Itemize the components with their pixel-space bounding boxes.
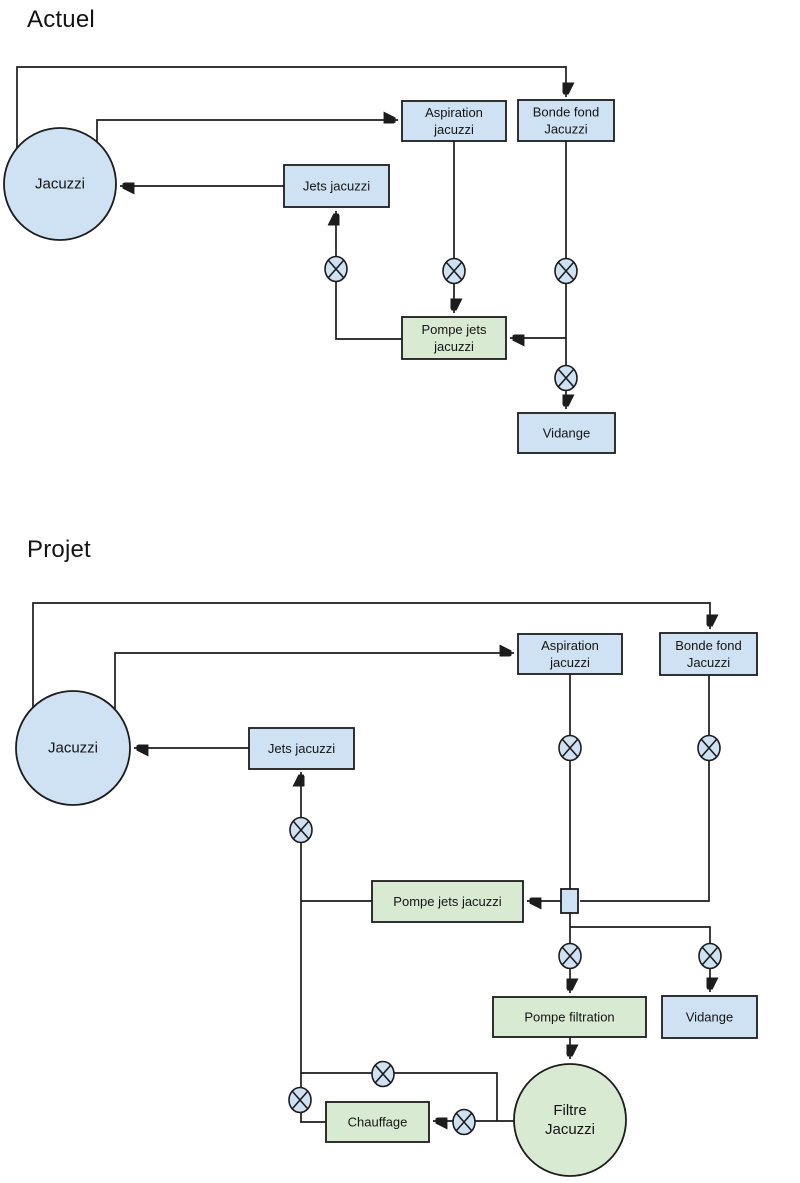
actuel-aspiration-jacuzzi-label: jacuzzi — [433, 122, 474, 137]
pipe-projet-bypass-chauffage — [301, 1072, 498, 1121]
projet-chauffage-shape — [325, 1101, 430, 1143]
valve-cross-line — [455, 1112, 473, 1132]
valve-icon-actuel-valve-jets — [324, 255, 348, 283]
projet-pompe-jets-jacuzzi: Pompe jets jacuzzi — [371, 880, 524, 923]
projet-bonde-fond-jacuzzi-shape — [659, 632, 758, 676]
projet-filtre-jacuzzi-label: Filtre — [553, 1102, 586, 1119]
actuel-jacuzzi-shape — [3, 127, 117, 241]
valve-cross-line — [291, 1090, 309, 1110]
valve-icon-actuel-valve-bonde — [554, 257, 578, 285]
actuel-jacuzzi-label: Jacuzzi — [35, 176, 85, 193]
actuel-jets-jacuzzi-label: Jets jacuzzi — [303, 179, 370, 194]
projet-tee-fitting-shape — [560, 888, 579, 914]
actuel-vidange-shape — [517, 412, 616, 454]
actuel-aspiration-jacuzzi: Aspiration jacuzzi — [401, 100, 507, 142]
valve-cross-line — [557, 261, 575, 281]
actuel-jacuzzi: Jacuzzi — [3, 127, 117, 241]
projet-jets-jacuzzi-shape — [248, 727, 355, 770]
projet-aspiration-jacuzzi: Aspiration jacuzzi — [517, 633, 623, 675]
projet-tee-fitting — [560, 888, 579, 914]
valve-cross-line — [700, 738, 718, 758]
valve-icon-actuel-valve-aspiration — [442, 257, 466, 285]
valve-cross-line — [557, 368, 575, 388]
actuel-jets-jacuzzi: Jets jacuzzi — [283, 164, 390, 208]
valve-icon-actuel-valve-vidange — [554, 364, 578, 392]
actuel-vidange: Vidange — [517, 412, 616, 454]
projet-jacuzzi-shape — [15, 690, 131, 806]
projet-bonde-fond-jacuzzi-label: Jacuzzi — [687, 655, 730, 670]
valve-icon-projet-valve-aspiration — [558, 734, 582, 762]
projet-jets-jacuzzi: Jets jacuzzi — [248, 727, 355, 770]
projet-aspiration-jacuzzi-shape — [517, 633, 623, 675]
actuel-pompe-jets-jacuzzi-label: Pompe jets — [421, 322, 487, 337]
projet-aspiration-jacuzzi-label: Aspiration — [541, 638, 599, 653]
projet-bonde-fond-jacuzzi-label: Bonde fond — [675, 638, 742, 653]
actuel-bonde-fond-jacuzzi-label: Jacuzzi — [544, 122, 587, 137]
actuel-aspiration-jacuzzi-shape — [401, 100, 507, 142]
projet-aspiration-jacuzzi-label: jacuzzi — [549, 655, 590, 670]
pipe-actuel-jacuzzi-to-bonde-fond — [16, 66, 566, 149]
projet-filtre-jacuzzi-shape — [513, 1063, 627, 1177]
valve-icon-projet-valve-bypass — [371, 1060, 395, 1088]
projet-chauffage: Chauffage — [325, 1101, 430, 1143]
valve-icon-projet-valve-entree-chauffage — [452, 1108, 476, 1136]
pipe-projet-bonde-to-tee — [580, 675, 710, 902]
projet-jacuzzi-label: Jacuzzi — [48, 740, 98, 757]
actuel-pompe-jets-jacuzzi-label: jacuzzi — [433, 339, 474, 354]
valve-icon-projet-valve-jets — [289, 816, 313, 844]
valve-icon-projet-valve-vidange — [698, 942, 722, 970]
valve-cross-line — [327, 259, 345, 279]
projet-vidange: Vidange — [661, 995, 758, 1039]
valve-cross-line — [374, 1064, 392, 1084]
pipe-projet-riser-chauffage-to-jets — [301, 772, 326, 1123]
actuel-pompe-jets-jacuzzi: Pompe jets jacuzzi — [401, 316, 507, 360]
pipe-actuel-pompe-jets-to-jets — [336, 211, 402, 340]
projet-filtre-jacuzzi-label: Jacuzzi — [545, 1121, 595, 1138]
valve-cross-line — [561, 946, 579, 966]
pipe-projet-jacuzzi-to-bonde-fond — [32, 602, 710, 708]
valve-icon-projet-valve-pompe-filtration — [558, 942, 582, 970]
valve-cross-line — [292, 820, 310, 840]
projet-vidange-label: Vidange — [686, 1010, 733, 1025]
section-title-actuel: Actuel — [27, 6, 95, 33]
projet-chauffage-label: Chauffage — [348, 1115, 408, 1130]
projet-pompe-filtration-shape — [492, 996, 647, 1038]
actuel-vidange-label: Vidange — [543, 426, 590, 441]
pipe-projet-branch-to-vidange — [570, 926, 710, 992]
valve-icon-projet-valve-retour-chauffage — [288, 1086, 312, 1114]
projet-pompe-filtration: Pompe filtration — [492, 996, 647, 1038]
projet-vidange-shape — [661, 995, 758, 1039]
actuel-aspiration-jacuzzi-label: Aspiration — [425, 105, 483, 120]
actuel-jets-jacuzzi-shape — [283, 164, 390, 208]
projet-pompe-filtration-label: Pompe filtration — [524, 1010, 614, 1025]
actuel-bonde-fond-jacuzzi-label: Bonde fond — [533, 105, 600, 120]
pipe-actuel-jacuzzi-to-aspiration — [96, 120, 398, 147]
valve-cross-line — [445, 261, 463, 281]
projet-jacuzzi: Jacuzzi — [15, 690, 131, 806]
projet-pompe-jets-jacuzzi-shape — [371, 880, 524, 923]
valve-icon-projet-valve-bonde — [697, 734, 721, 762]
projet-pompe-jets-jacuzzi-label: Pompe jets jacuzzi — [393, 894, 501, 909]
section-title-projet: Projet — [27, 536, 91, 563]
actuel-bonde-fond-jacuzzi-shape — [517, 99, 615, 142]
pipe-projet-jacuzzi-to-aspiration — [114, 653, 514, 712]
valve-cross-line — [561, 738, 579, 758]
actuel-pompe-jets-jacuzzi-shape — [401, 316, 507, 360]
valve-cross-line — [701, 946, 719, 966]
projet-jets-jacuzzi-label: Jets jacuzzi — [268, 741, 335, 756]
